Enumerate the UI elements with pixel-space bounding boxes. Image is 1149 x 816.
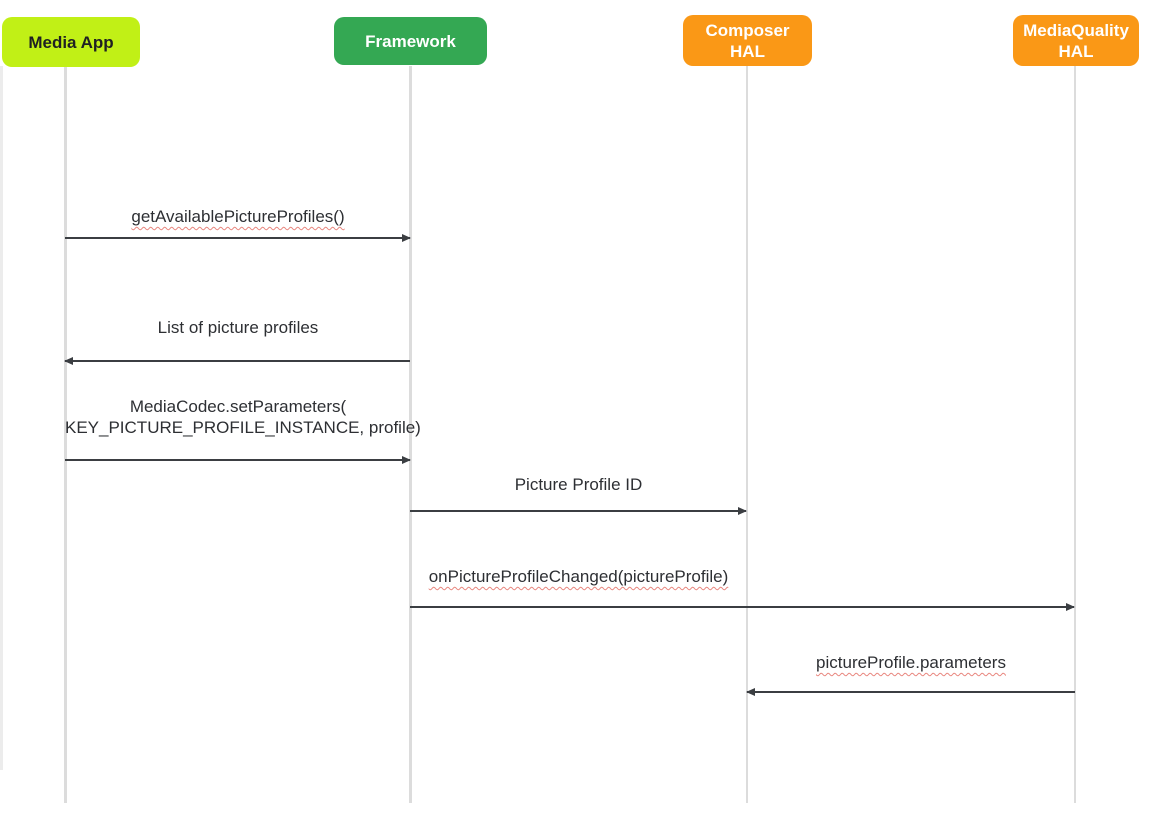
actor-mediaquality-hal: MediaQuality HAL xyxy=(1013,15,1139,66)
msg-list-of-picture-profiles-label: List of picture profiles xyxy=(157,318,319,337)
actor-media-app: Media App xyxy=(2,17,140,67)
msg-picture-profile-id-arrow xyxy=(410,507,747,514)
msg-picture-profile-id-label: Picture Profile ID xyxy=(514,475,643,494)
msg-mediacodec-setparameters-line2: KEY_PICTURE_PROFILE_INSTANCE, profile) xyxy=(65,418,421,437)
msg-picture-profile-parameters-label: pictureProfile.parameters xyxy=(816,653,1006,672)
msg-mediacodec-setparameters-label: MediaCodec.setParameters( KEY_PICTURE_PR… xyxy=(65,396,421,438)
msg-on-picture-profile-changed-arrow xyxy=(410,603,1075,610)
msg-get-available-picture-profiles-arrow xyxy=(65,234,411,241)
left-edge-artifact xyxy=(0,66,3,770)
msg-get-available-picture-profiles-label: getAvailablePictureProfiles() xyxy=(131,207,345,226)
actor-framework: Framework xyxy=(334,17,487,65)
msg-mediacodec-setparameters-arrow xyxy=(65,456,411,463)
msg-picture-profile-parameters-arrow xyxy=(746,688,1075,695)
lifeline-media-app xyxy=(64,66,67,803)
lifeline-framework xyxy=(409,66,412,803)
lifeline-composer-hal xyxy=(745,66,748,803)
msg-on-picture-profile-changed-label: onPictureProfileChanged(pictureProfile) xyxy=(428,567,729,586)
lifeline-mediaquality-hal xyxy=(1073,66,1076,803)
msg-mediacodec-setparameters-line1: MediaCodec.setParameters( xyxy=(129,397,347,416)
msg-list-of-picture-profiles-arrow xyxy=(64,357,410,364)
actor-composer-hal: Composer HAL xyxy=(683,15,812,66)
